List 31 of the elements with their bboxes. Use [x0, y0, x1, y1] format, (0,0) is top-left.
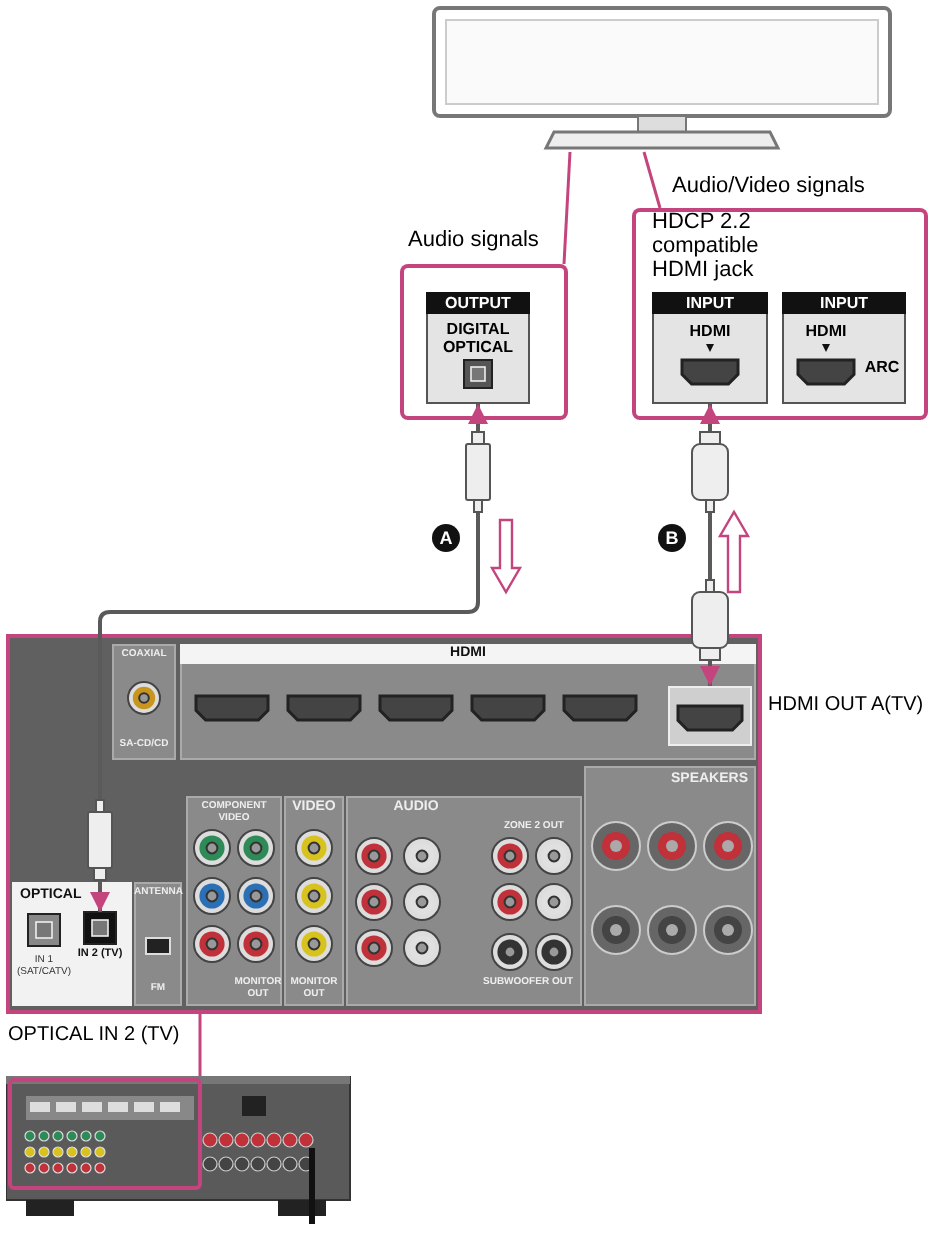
jack-section [180, 644, 756, 760]
jack-label: DIGITAL OPTICAL [440, 320, 516, 356]
jack-section [186, 796, 282, 1006]
jack-panel [426, 292, 530, 404]
callout-heading: Audio/Video signals [672, 174, 867, 198]
receiver-drawing [6, 1076, 356, 1224]
jack-section [346, 796, 582, 1006]
callout-line [198, 1014, 202, 1076]
callout-note: HDCP 2.2 compatible HDMI jack [652, 210, 761, 282]
callout-heading: Audio signals [408, 228, 541, 252]
edge-label: A [432, 524, 460, 552]
jack-panel [782, 292, 906, 404]
callout-line [642, 151, 662, 209]
hdmi-jack-panel [668, 686, 752, 746]
edge-label: B [658, 524, 686, 552]
jack-label: HDMI [803, 322, 849, 340]
jack-section [584, 766, 756, 1006]
jack-section [284, 796, 344, 1006]
tv-drawing [430, 4, 894, 152]
callout-text: HDMI OUT A(TV) [768, 694, 924, 716]
jack-header: OUTPUT [426, 292, 530, 314]
jack-section [112, 644, 176, 760]
jack-label: ARC [862, 358, 902, 376]
jack-panel [652, 292, 768, 404]
jack-header: INPUT [652, 292, 768, 314]
jack-label: HDMI [687, 322, 733, 340]
jack-section [134, 882, 182, 1006]
rear-panel [6, 634, 762, 1014]
jack-section [12, 882, 132, 1006]
jack-header: INPUT [782, 292, 906, 314]
callout-text: OPTICAL IN 2 (TV) [8, 1024, 180, 1046]
